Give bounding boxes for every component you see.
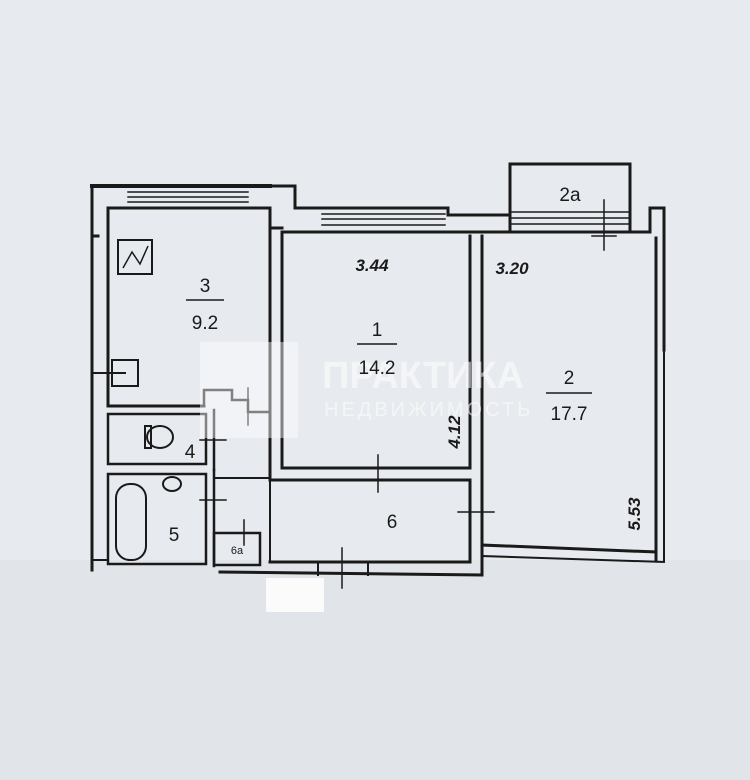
room2-number: 2	[564, 368, 575, 389]
watermark-logo	[200, 342, 298, 438]
room1-number: 1	[372, 320, 383, 341]
wall-room2-bottom	[480, 543, 658, 554]
sink-icon	[162, 476, 182, 492]
closet-6a-outline	[212, 531, 262, 567]
wall-right-top	[628, 206, 666, 234]
room3-number: 3	[200, 276, 211, 297]
toilet-icon	[146, 425, 174, 449]
fixtures	[115, 239, 182, 561]
room4-number: 4	[185, 442, 196, 463]
wall-room2-bottom-outer	[480, 554, 666, 564]
wall-top-mid	[446, 206, 512, 217]
dim-room2-length: 5.53	[625, 497, 644, 531]
room1-area: 14.2	[359, 358, 396, 379]
walls	[90, 162, 666, 589]
room6-number: 6	[387, 512, 398, 533]
bathtub-icon	[115, 483, 147, 561]
wall-corridor-bottom-outer	[218, 570, 484, 577]
watermark-brand: ПРАКТИКА	[322, 355, 524, 397]
room-labels: 3 9.2 1 14.2 2 17.7 2a 4 5 6 6a	[169, 185, 592, 557]
wall-step-top	[268, 184, 324, 210]
dim-room2-width: 3.20	[495, 259, 529, 278]
room2a-number: 2a	[559, 185, 581, 206]
dimension-labels: 3.44 3.20 4.12 5.53	[355, 256, 644, 531]
dim-room1-length: 4.12	[445, 415, 464, 450]
room6a-number: 6a	[231, 545, 244, 557]
balcony-2a-outline	[508, 162, 632, 234]
watermark-sub: НЕДВИЖИМОСТЬ	[324, 399, 533, 421]
room5-number: 5	[169, 525, 180, 546]
watermark: ПРАКТИКА НЕДВИЖИМОСТЬ	[200, 342, 533, 438]
paper-shade	[0, 560, 750, 780]
toilet-tank	[144, 425, 152, 449]
room3-area: 9.2	[192, 313, 218, 334]
room4-outline	[106, 412, 208, 466]
dim-room1-width: 3.44	[355, 256, 389, 275]
glare-spot	[266, 578, 324, 612]
stove-zigzag	[122, 245, 149, 269]
stove-icon	[117, 239, 153, 275]
room2-area: 17.7	[551, 404, 588, 425]
room5-outline	[106, 472, 208, 566]
